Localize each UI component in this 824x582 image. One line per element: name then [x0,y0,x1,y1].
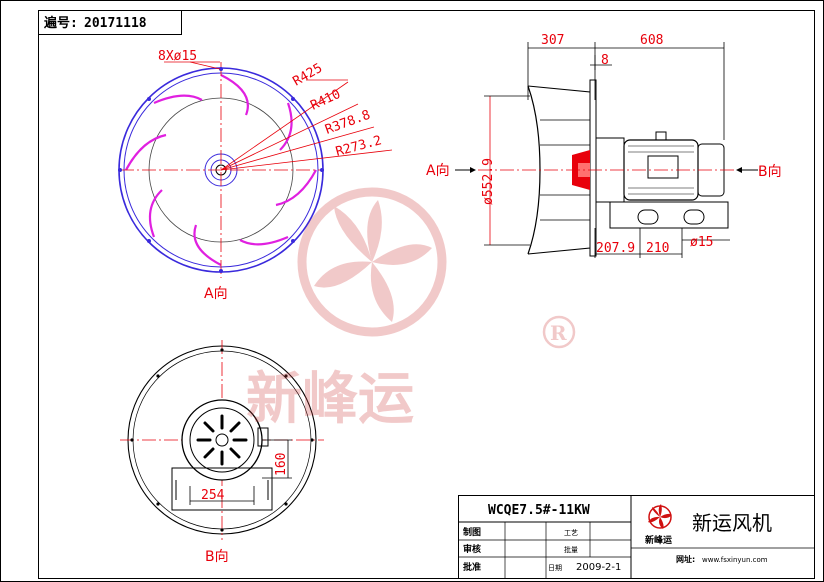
mid-label-process: 工艺 [564,529,578,537]
website-label: 网址: [676,554,695,564]
dia-15: ø15 [690,235,713,250]
logo-text: 新峰运 [645,534,673,546]
registered-circle [542,315,576,349]
radius-r378: R378.8 [323,108,372,138]
watermark-text: 新峰运 [246,366,414,432]
watermark-ring [297,187,447,337]
drawing-no-box [38,10,182,35]
radius-r425: R425 [291,61,326,90]
side-view: 307 608 8 ø552.9 [426,33,782,258]
bolt-holes [118,67,324,273]
arrow-b-head [736,167,742,173]
bottom-view: 254 160 B向 [120,340,324,565]
watermark: 新峰运 R [246,187,576,432]
radius-leaders [164,61,393,171]
impeller-blades [125,74,317,266]
title-block: WCQE7.5#-11KW 制图 审核 批准 工艺 批量 日期 2009-2-1… [458,495,815,579]
base-slot-2 [683,209,705,225]
arrow-a-head [470,167,476,173]
model-number: WCQE7.5#-11KW [488,503,590,518]
dim-608: 608 [640,33,663,48]
website-url: www.fsxinyun.com [702,556,768,564]
drawing-no-value: 20171118 [84,16,147,31]
motor-end-inner [189,407,255,473]
lifting-eye [655,131,667,141]
motor-base [609,201,729,229]
b-dims [189,439,292,505]
dim-8: 8 [601,53,609,68]
fan-cover-center [215,433,229,447]
b-base [171,467,273,511]
side-dim-lines [484,42,725,246]
row-label-draw: 制图 [463,526,481,538]
drawing-no-label: 遍号: [43,15,78,31]
date-value: 2009-2-1 [576,562,621,573]
watermark-petals [314,200,432,322]
view-b-label: B向 [205,549,229,565]
side-bottom-dims [594,228,730,258]
view-a-label: A向 [204,286,228,302]
date-label: 日期 [548,564,562,572]
radius-r273: R273.2 [334,133,383,160]
motor-fins [628,145,694,195]
b-bolt-holes [130,348,314,532]
terminal-box-b [257,427,269,447]
inner-frame [38,10,815,579]
dim-254: 254 [201,488,225,503]
terminal-box [647,155,679,179]
dia-552: ø552.9 [481,158,496,205]
registered-mark: R [550,321,567,345]
company-logo [648,504,672,529]
arrow-a-label: A向 [426,163,450,179]
arrow-b-label: B向 [758,164,782,180]
mid-label-batch: 批量 [564,545,578,554]
dim-307: 307 [541,33,564,48]
radius-r410: R410 [308,87,343,114]
dim-207: 207.9 [596,241,635,256]
row-label-check: 审核 [463,543,481,555]
row-label-approve: 批准 [463,561,481,573]
fan-cover-slots [196,414,248,466]
impeller-ribs [540,119,590,221]
dim-160: 160 [274,453,289,476]
b-base-slots [175,480,269,500]
base-slot-1 [637,209,659,225]
dim-210: 210 [646,241,669,256]
company-name: 新运风机 [692,511,772,535]
bolt-holes-label: 8Xø15 [158,49,197,64]
